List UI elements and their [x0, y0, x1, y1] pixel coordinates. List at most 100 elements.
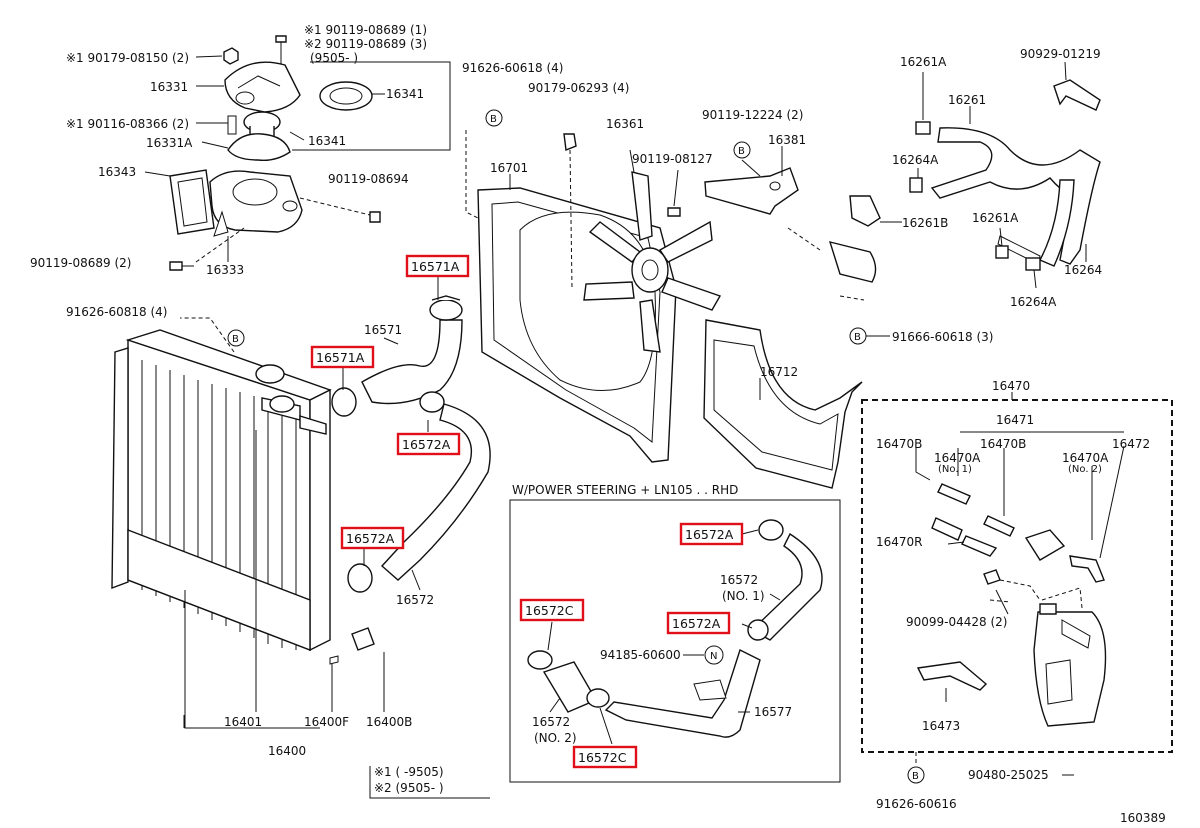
highlighted-part-16572A[interactable]: 16572A [340, 526, 405, 550]
callout: 16572 [532, 715, 570, 729]
callout: 91626-60616 [876, 797, 957, 811]
callout: 16361 [606, 117, 644, 131]
callout: 16470B [876, 437, 922, 451]
oil-cooler-hoses-group [849, 61, 1101, 289]
fan-icon [583, 171, 722, 353]
callout: 16331 [150, 80, 188, 94]
callout: 16331A [146, 136, 193, 150]
marker-b-icon: B [485, 109, 503, 127]
svg-text:16572A: 16572A [346, 531, 395, 546]
callout: 16400B [366, 715, 412, 729]
legend-line: ※2 (9505- ) [374, 781, 444, 795]
callout: ※1 90119-08689 (1) [304, 23, 427, 37]
callout: 16264 [1064, 263, 1102, 277]
callout: 16701 [490, 161, 528, 175]
callout: 91626-60818 (4) [66, 305, 168, 319]
marker-b-icon: B [227, 329, 245, 347]
svg-text:16572A: 16572A [402, 437, 451, 452]
callout: (No. 2) [1068, 464, 1102, 475]
callout: 16572 [720, 573, 758, 587]
callout: (NO. 1) [722, 589, 765, 603]
callout: 16577 [754, 705, 792, 719]
highlighted-part-16571A[interactable]: 16571A [405, 254, 470, 278]
highlighted-callouts: 16571A 16571A 16572A 16572A 16572A 16572… [310, 254, 744, 769]
callout: 16264A [1010, 295, 1057, 309]
callout: 16333 [206, 263, 244, 277]
svg-text:B: B [854, 332, 861, 343]
callout: 16470R [876, 535, 923, 549]
callout: 90179-06293 (4) [528, 81, 630, 95]
callout: 90099-04428 (2) [906, 615, 1008, 629]
callout: 90119-08127 [632, 152, 713, 166]
callout: 16572 [396, 593, 434, 607]
highlighted-part-16572A[interactable]: 16572A [396, 432, 461, 456]
svg-text:16572A: 16572A [685, 527, 734, 542]
svg-text:16571A: 16571A [411, 259, 460, 274]
marker-b-icon: B [849, 327, 867, 345]
callout: 94185-60600 [600, 648, 681, 662]
callout: 16400 [268, 744, 306, 758]
callout: ※1 90179-08150 (2) [66, 51, 189, 65]
water-outlet-group [144, 35, 451, 271]
radiator-hoses-group [331, 276, 491, 593]
svg-text:N: N [710, 651, 717, 662]
svg-text:16572C: 16572C [578, 750, 627, 765]
callout: 91666-60618 (3) [892, 330, 994, 344]
callout: 16343 [98, 165, 136, 179]
callout: (No. 1) [938, 464, 972, 475]
inset-title: W/POWER STEERING + LN105 . . RHD [512, 483, 738, 497]
callout: (9505- ) [310, 51, 358, 65]
callout: ※1 90116-08366 (2) [66, 117, 189, 131]
svg-text:16571A: 16571A [316, 350, 365, 365]
callout: (NO. 2) [534, 731, 577, 745]
callout: 91626-60618 (4) [462, 61, 564, 75]
callout: ※2 90119-08689 (3) [304, 37, 427, 51]
callout: 90119-08694 [328, 172, 409, 186]
highlighted-part-16572A[interactable]: 16572A [666, 611, 731, 635]
highlighted-part-16572A[interactable]: 16572A [679, 522, 744, 546]
reservoir-group [861, 392, 1173, 776]
callout: 16571 [364, 323, 402, 337]
figure-number: 160389 [1120, 811, 1166, 825]
callout: 16341 [308, 134, 346, 148]
callout: 16470 [992, 379, 1030, 393]
legend-line: ※1 ( -9505) [374, 765, 444, 779]
callout: 16264A [892, 153, 939, 167]
highlighted-part-16572C[interactable]: 16572C [519, 598, 585, 622]
callout: 90119-08689 (2) [30, 256, 132, 270]
marker-n-icon: N [704, 645, 724, 665]
callout: 16473 [922, 719, 960, 733]
callout: 16712 [760, 365, 798, 379]
callout: 16470A [934, 451, 981, 465]
callout: 90480-25025 [968, 768, 1049, 782]
callout: 16381 [768, 133, 806, 147]
fan-shroud-group [465, 130, 890, 489]
marker-b-icon: B [733, 141, 751, 159]
svg-text:B: B [490, 114, 497, 125]
callout-labels: ※1 90179-08150 (2) 16331 ※1 90116-08366 … [30, 23, 1166, 825]
svg-text:16572C: 16572C [525, 603, 574, 618]
callout: 90929-01219 [1020, 47, 1101, 61]
callout: 16261 [948, 93, 986, 107]
callout: 16261A [900, 55, 947, 69]
power-steering-inset [509, 499, 841, 783]
svg-text:B: B [232, 334, 239, 345]
svg-text:B: B [912, 771, 919, 782]
highlighted-part-16571A[interactable]: 16571A [310, 345, 375, 369]
radiator-group [111, 317, 385, 729]
callout: 90119-12224 (2) [702, 108, 804, 122]
callout: 16400F [304, 715, 349, 729]
svg-text:16572A: 16572A [672, 616, 721, 631]
callout: 16261B [902, 216, 948, 230]
callout: 16471 [996, 413, 1034, 427]
callout: 16470B [980, 437, 1026, 451]
highlighted-part-16572C[interactable]: 16572C [572, 745, 638, 769]
callout: 16470A [1062, 451, 1109, 465]
svg-text:B: B [738, 146, 745, 157]
marker-b-icon: B [907, 766, 925, 784]
callout: 16261A [972, 211, 1019, 225]
callout: 16472 [1112, 437, 1150, 451]
callout: 16401 [224, 715, 262, 729]
callout: 16341 [386, 87, 424, 101]
